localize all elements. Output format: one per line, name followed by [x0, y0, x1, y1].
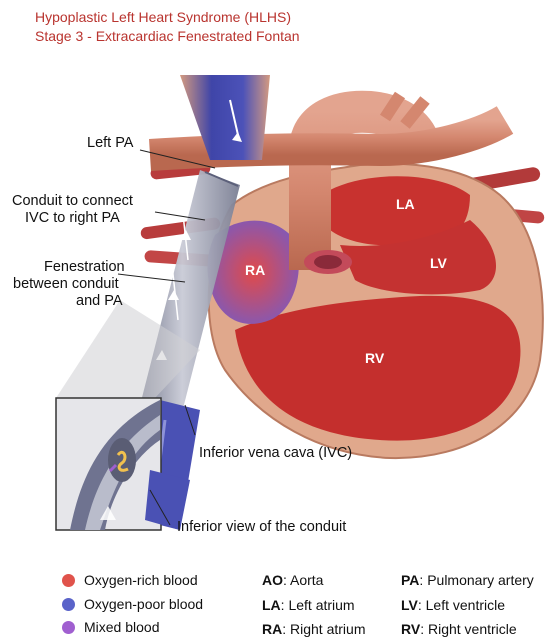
conduit-label-line1: Conduit to connect [12, 193, 133, 210]
legend-pa: PA: Pulmonary artery [401, 572, 534, 588]
legend-ao: AO: Aorta [262, 572, 323, 588]
legend-oxygen-poor: Oxygen-poor blood [84, 596, 203, 612]
fenestration-label-line1: Fenestration [44, 259, 125, 276]
legend-lv: LV: Left ventricle [401, 597, 505, 613]
legend-ra: RA: Right atrium [262, 621, 365, 637]
left-pa-label: Left PA [87, 135, 133, 152]
legend-mixed: Mixed blood [84, 619, 160, 635]
conduit-label-line2: IVC to right PA [25, 210, 120, 227]
legend-oxygen-rich: Oxygen-rich blood [84, 572, 198, 588]
inferior-view-label: Inferior view of the conduit [177, 519, 346, 536]
legend-la: LA: Left atrium [262, 597, 355, 613]
mixed-blood-dot-icon [62, 621, 75, 634]
fenestration-label-line3: and PA [76, 293, 123, 310]
oxygen-rich-dot-icon [62, 574, 75, 587]
ivc-label: Inferior vena cava (IVC) [199, 445, 352, 462]
legend-rv: RV: Right ventricle [401, 621, 517, 637]
rv-chamber-label: RV [365, 350, 384, 366]
la-chamber-label: LA [396, 196, 415, 212]
lv-chamber-label: LV [430, 255, 447, 271]
fenestration-label-line2: between conduit [13, 276, 119, 293]
ra-chamber-label: RA [245, 262, 265, 278]
oxygen-poor-dot-icon [62, 598, 75, 611]
